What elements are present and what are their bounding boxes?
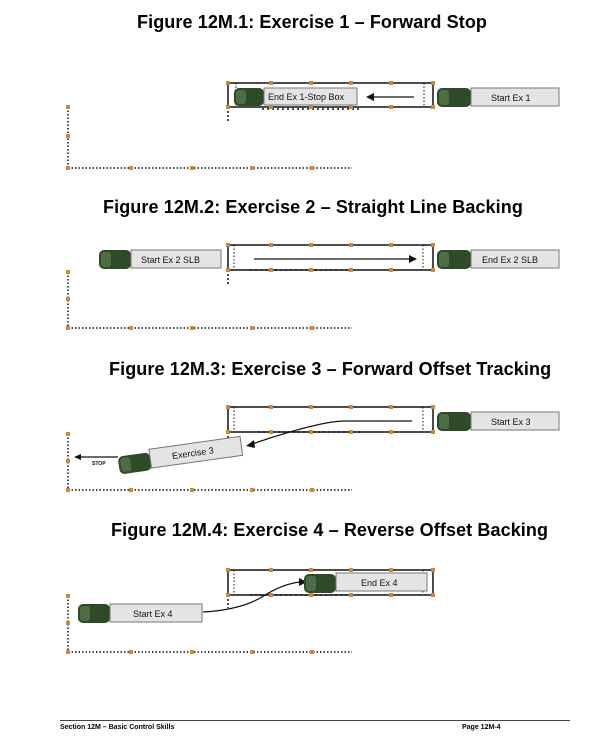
footer-section: Section 12M – Basic Control Skills [60,724,175,731]
truck-start-ex2: Start Ex 2 SLB [99,249,222,269]
label-start-ex3: Start Ex 3 [491,417,531,427]
figure-4-diagram: End Ex 4 Start Ex 4 [66,568,435,654]
direction-arrow [366,93,414,101]
truck-end-ex4: End Ex 4 [304,572,428,593]
truck-exercise-3: Exercise 3 [118,435,244,474]
figure-2-diagram: Start Ex 2 SLB End Ex 2 SLB [66,243,560,330]
path-arrow [246,420,412,448]
label-start-ex1: Start Ex 1 [491,93,531,103]
cones [66,243,435,330]
truck-start-ex1: Start Ex 1 [437,87,560,107]
label-end-ex4: End Ex 4 [361,578,398,588]
label-end-ex2: End Ex 2 SLB [482,255,538,265]
footer-page-number: Page 12M-4 [462,724,501,731]
course-outline [67,406,434,491]
figure-2-title: Figure 12M.2: Exercise 2 – Straight Line… [103,197,523,217]
stop-arrow: STOP [74,454,118,467]
cones [66,81,435,170]
page-footer: Section 12M – Basic Control Skills Page … [60,720,570,731]
path-arrow [202,578,307,613]
truck-end-ex2: End Ex 2 SLB [437,249,560,269]
cones [66,405,435,492]
cones [66,568,435,654]
label-end-ex1: End Ex 1-Stop Box [268,92,345,102]
truck-start-ex4: Start Ex 4 [78,603,203,623]
label-start-ex4: Start Ex 4 [133,609,173,619]
direction-arrow [254,255,417,263]
label-start-ex2: Start Ex 2 SLB [141,255,200,265]
truck-start-ex3: Start Ex 3 [437,411,560,431]
figure-1-title: Figure 12M.1: Exercise 1 – Forward Stop [137,12,488,32]
figure-1-diagram: End Ex 1-Stop Box Start Ex 1 [66,81,560,170]
figure-3-title: Figure 12M.3: Exercise 3 – Forward Offse… [109,359,552,379]
truck-end-ex1: End Ex 1-Stop Box [234,87,358,106]
figure-4-title: Figure 12M.4: Exercise 4 – Reverse Offse… [111,520,549,540]
figure-3-diagram: STOP Exercise 3 Start Ex 3 [66,405,560,492]
label-stop: STOP [92,461,106,467]
